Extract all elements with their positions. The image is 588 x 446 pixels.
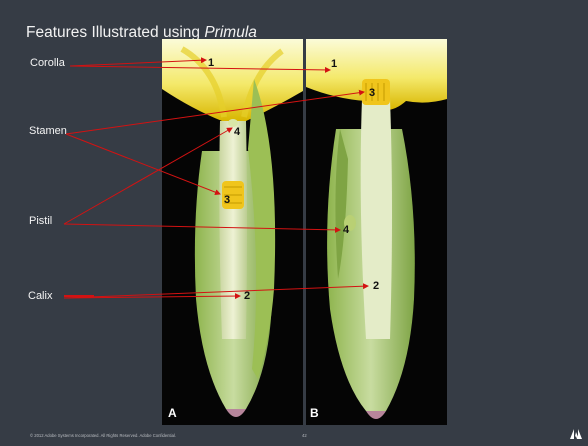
arrow-pistil-b bbox=[64, 224, 340, 230]
arrow-corolla-a bbox=[70, 60, 206, 66]
arrow-pistil-a bbox=[64, 128, 232, 224]
footer-copyright: © 2012 Adobe Systems Incorporated. All R… bbox=[30, 433, 176, 438]
arrow-stamen-a bbox=[66, 134, 220, 194]
arrow-stamen-b bbox=[66, 92, 364, 134]
page-number: 42 bbox=[302, 433, 307, 438]
adobe-logo-icon bbox=[570, 429, 582, 439]
arrow-corolla-b bbox=[70, 66, 330, 70]
